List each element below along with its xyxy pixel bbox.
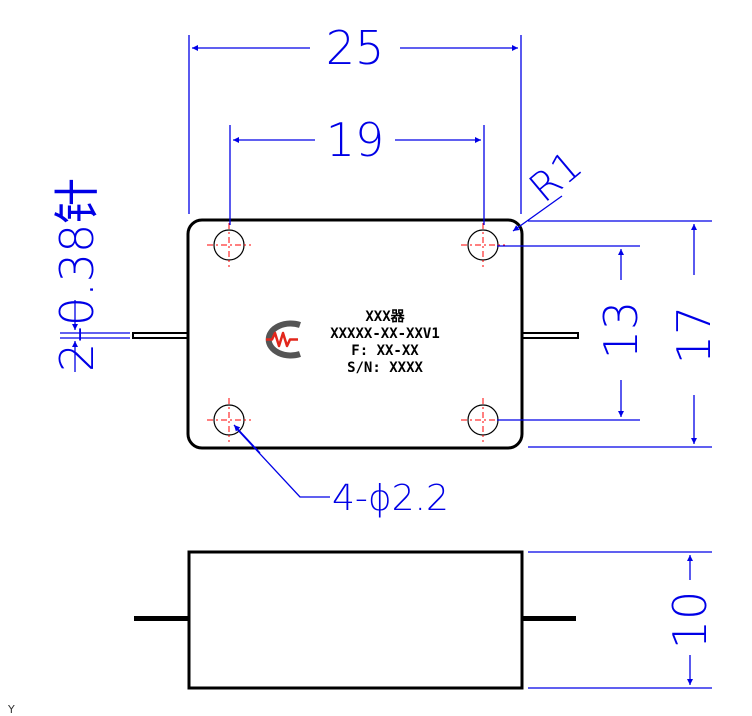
brand-logo xyxy=(265,320,301,359)
side-view xyxy=(134,550,576,690)
label-line-1: XXX器 xyxy=(365,309,405,325)
dim-mounting-holes: 4-ϕ2.2 xyxy=(332,478,449,519)
right-pin xyxy=(519,332,579,339)
side-left-pin xyxy=(134,616,190,621)
dim-thickness-10: 10 xyxy=(663,591,717,650)
top-view: XXX器 XXXXX-XX-XXV1 F: XX-XX S/N: XXXX xyxy=(132,218,579,450)
label-line-2: XXXXX-XX-XXV1 xyxy=(330,326,440,342)
dim-width-25: 25 xyxy=(326,21,385,75)
dim-corner-radius: R1 xyxy=(521,142,591,211)
top-view-body xyxy=(186,218,524,450)
mounting-hole xyxy=(207,398,251,442)
dim-width-19: 19 xyxy=(326,113,385,167)
label-line-4: S/N: XXXX xyxy=(347,360,423,376)
mounting-hole xyxy=(461,223,505,267)
dim-pins: 2-0.38针 xyxy=(50,178,104,372)
axis-mark: Y xyxy=(7,703,15,716)
dim-height-17: 17 xyxy=(667,306,721,365)
dimension-lines xyxy=(60,35,712,689)
label-line-3: F: XX-XX xyxy=(351,343,419,359)
product-label: XXX器 XXXXX-XX-XXV1 F: XX-XX S/N: XXXX xyxy=(330,309,440,376)
dim-height-13: 13 xyxy=(594,301,648,360)
left-pin xyxy=(132,332,192,339)
side-view-body xyxy=(187,550,524,690)
side-right-pin xyxy=(520,616,576,621)
mounting-hole xyxy=(207,223,251,267)
